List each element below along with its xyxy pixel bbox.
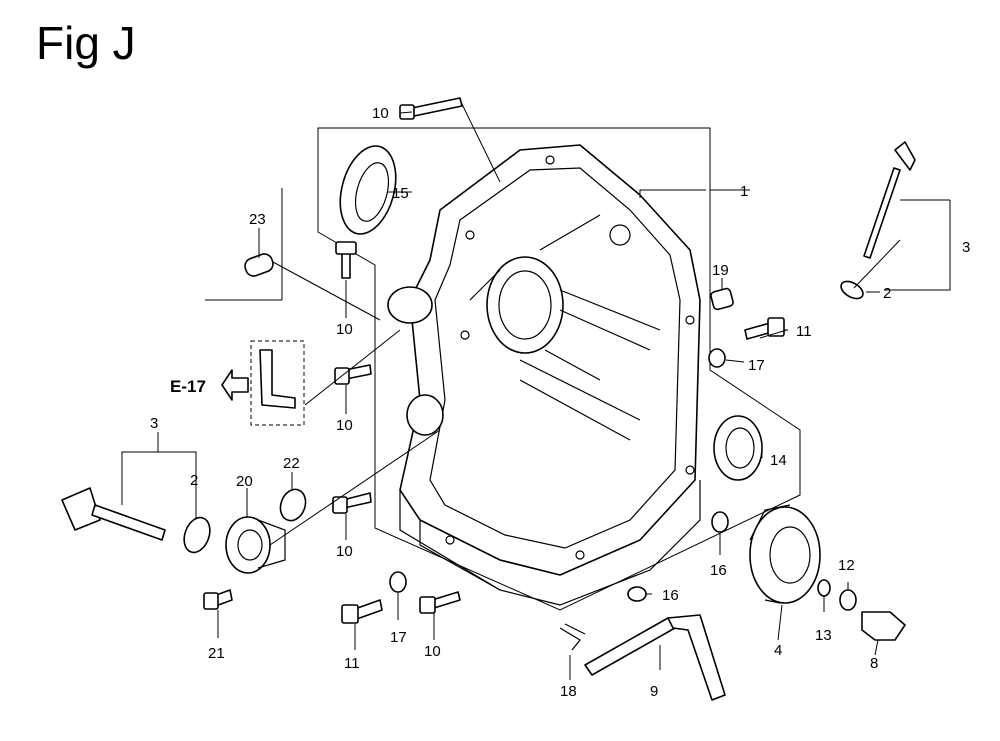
callout-2-right: 2 bbox=[883, 285, 891, 302]
callout-11-right: 11 bbox=[796, 323, 812, 340]
callout-10-top: 10 bbox=[372, 105, 389, 122]
leader-lines bbox=[121, 99, 951, 680]
callout-1: 1 bbox=[740, 183, 748, 200]
callout-10-upper-mid: 10 bbox=[336, 321, 353, 338]
callout-17-right: 17 bbox=[748, 357, 765, 374]
callout-19: 19 bbox=[712, 262, 729, 279]
oil-filler-cap-left bbox=[61, 487, 307, 610]
callout-12: 12 bbox=[838, 557, 855, 574]
callout-14: 14 bbox=[770, 452, 787, 469]
callout-10-lower-mid: 10 bbox=[336, 543, 353, 560]
callout-10-bottom: 10 bbox=[424, 643, 441, 660]
callout-21: 21 bbox=[208, 645, 225, 662]
callout-17-lower: 17 bbox=[390, 629, 407, 646]
ball-bearing bbox=[713, 415, 763, 481]
bolts-and-washers bbox=[341, 287, 785, 624]
breather-tube-group bbox=[221, 340, 305, 426]
callout-16-right: 16 bbox=[710, 562, 727, 579]
oil-seal bbox=[339, 145, 397, 235]
callout-3-left: 3 bbox=[150, 415, 158, 432]
governor-arm bbox=[559, 586, 726, 701]
dowel-pin bbox=[244, 253, 274, 277]
callout-4: 4 bbox=[774, 642, 782, 659]
callout-8: 8 bbox=[870, 655, 878, 672]
reference-e17: E-17 bbox=[170, 377, 206, 396]
oil-dipstick-right bbox=[840, 141, 916, 300]
callout-13: 13 bbox=[815, 627, 832, 644]
callout-18: 18 bbox=[560, 683, 577, 700]
callout-10-mid: 10 bbox=[336, 417, 353, 434]
figure-title: Fig J bbox=[36, 17, 136, 69]
callout-11-lower: 11 bbox=[344, 655, 360, 672]
callout-9: 9 bbox=[650, 683, 658, 700]
callout-3-right: 3 bbox=[962, 239, 970, 256]
callout-20: 20 bbox=[236, 473, 253, 490]
callout-16-lower: 16 bbox=[662, 587, 679, 604]
callout-labels: 1 2 3 10 15 23 19 11 17 10 E-17 10 14 3 … bbox=[150, 105, 970, 700]
governor-gear bbox=[711, 504, 906, 641]
callout-15: 15 bbox=[392, 185, 409, 202]
callout-23: 23 bbox=[249, 211, 266, 228]
crankcase-cover bbox=[387, 144, 701, 606]
callout-2-left: 2 bbox=[190, 472, 198, 489]
callout-22: 22 bbox=[283, 455, 300, 472]
